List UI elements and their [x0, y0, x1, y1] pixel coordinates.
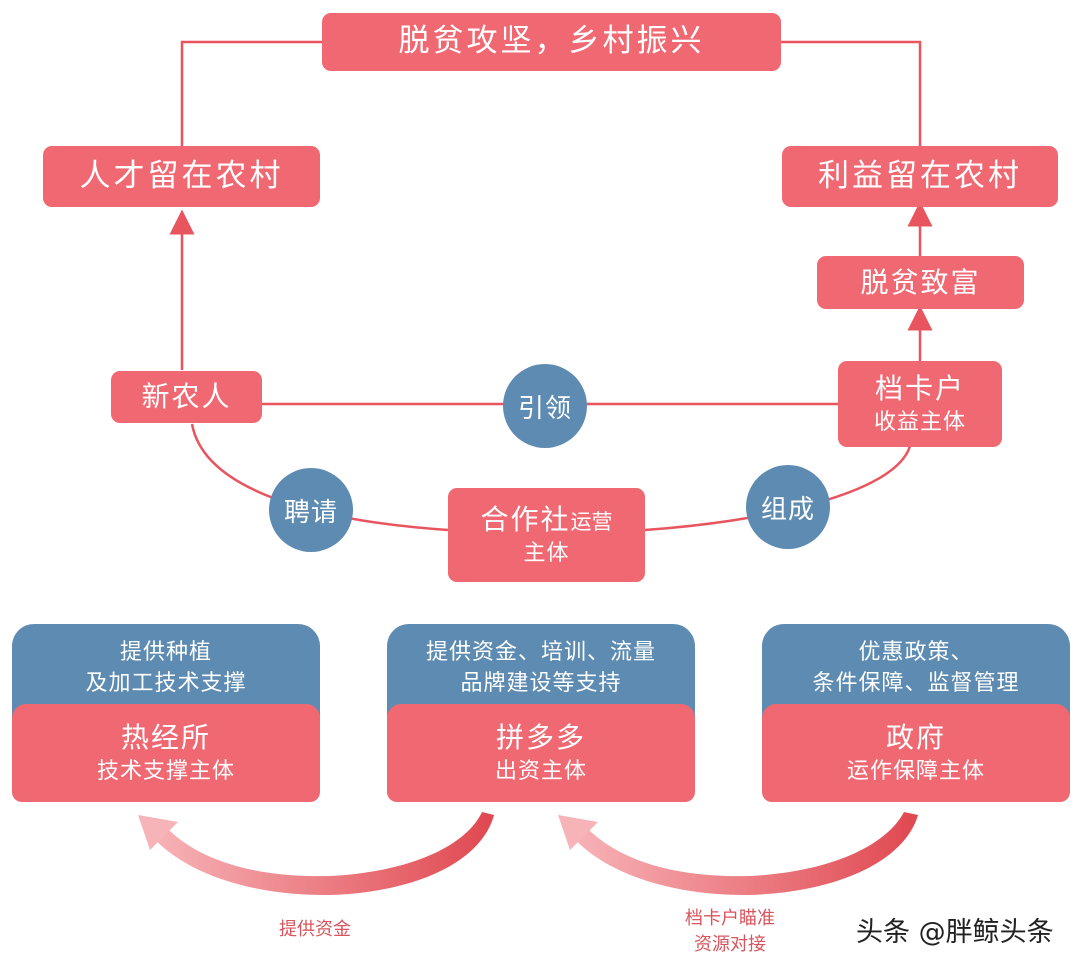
- card-pinduoduo-role: 出资主体: [494, 758, 587, 784]
- card-pinduoduo-name: 拼多多: [495, 721, 586, 754]
- lead-circle: 引领: [503, 364, 587, 448]
- lead-label: 引领: [517, 393, 572, 424]
- card-government-role: 运作保障主体: [846, 758, 985, 784]
- form-circle: 组成: [746, 465, 830, 549]
- card-government-support-line-2: 条件保障、监督管理: [812, 670, 1020, 696]
- card-pinduoduo-entity: 拼多多 出资主体: [387, 704, 695, 802]
- goal-label: 脱贫攻坚，乡村振兴: [398, 23, 705, 60]
- matching-arrowhead: [558, 815, 598, 850]
- rich-box: 脱贫致富: [817, 256, 1024, 309]
- top-left-connector: [180, 40, 322, 146]
- coop-box: 合作社 运营 主体: [448, 488, 645, 582]
- card-government: 优惠政策、 条件保障、监督管理 政府 运作保障主体: [762, 624, 1070, 802]
- hire-label: 聘请: [283, 497, 338, 528]
- hire-circle: 聘请: [269, 468, 353, 552]
- matching-note-line-2: 资源对接: [694, 934, 766, 956]
- funding-curved-arrow: [150, 812, 494, 896]
- household-title: 档卡户: [874, 372, 965, 405]
- watermark-text: 头条 @胖鲸头条: [856, 917, 1054, 948]
- watermark: 头条 @胖鲸头条: [856, 910, 1054, 949]
- newfarmer-label: 新农人: [141, 380, 232, 414]
- household-box: 档卡户 收益主体: [838, 361, 1002, 447]
- talent-label: 人才留在农村: [79, 157, 284, 194]
- coop-sub: 主体: [523, 540, 570, 566]
- goal-box: 脱贫攻坚，乡村振兴: [322, 13, 781, 71]
- newfarmer-box: 新农人: [111, 371, 262, 423]
- benefit-label: 利益留在农村: [818, 157, 1022, 194]
- household-sub: 收益主体: [873, 409, 966, 435]
- card-pinduoduo-support-line-2: 品牌建设等支持: [460, 670, 622, 696]
- matching-note-line-1: 档卡户瞄准: [685, 908, 775, 929]
- card-government-name: 政府: [885, 721, 946, 754]
- funding-note-text: 提供资金: [279, 919, 351, 940]
- card-institute-entity: 热经所 技术支撑主体: [12, 704, 320, 802]
- form-label: 组成: [760, 494, 815, 525]
- funding-note: 提供资金: [255, 917, 375, 943]
- card-pinduoduo-support-line-1: 提供资金、培训、流量: [425, 640, 656, 665]
- coop-title: 合作社: [480, 503, 571, 536]
- funding-arrowhead: [138, 815, 178, 850]
- card-institute-role: 技术支撑主体: [96, 758, 235, 784]
- matching-note: 档卡户瞄准 资源对接: [660, 906, 800, 958]
- talent-box: 人才留在农村: [43, 146, 320, 207]
- matching-curved-arrow: [570, 812, 918, 896]
- card-institute-support-line-1: 提供种植: [119, 640, 212, 665]
- card-government-support-line-1: 优惠政策、: [858, 640, 974, 665]
- card-pinduoduo: 提供资金、培训、流量 品牌建设等支持 拼多多 出资主体: [387, 624, 695, 802]
- card-institute: 提供种植 及加工技术支撑 热经所 技术支撑主体: [12, 624, 320, 802]
- top-right-connector: [781, 40, 922, 146]
- card-institute-name: 热经所: [120, 721, 211, 754]
- coop-suffix: 运营: [570, 510, 613, 534]
- card-institute-support-line-2: 及加工技术支撑: [85, 670, 247, 696]
- card-government-entity: 政府 运作保障主体: [762, 704, 1070, 802]
- rich-label: 脱贫致富: [860, 265, 981, 299]
- benefit-box: 利益留在农村: [782, 146, 1058, 207]
